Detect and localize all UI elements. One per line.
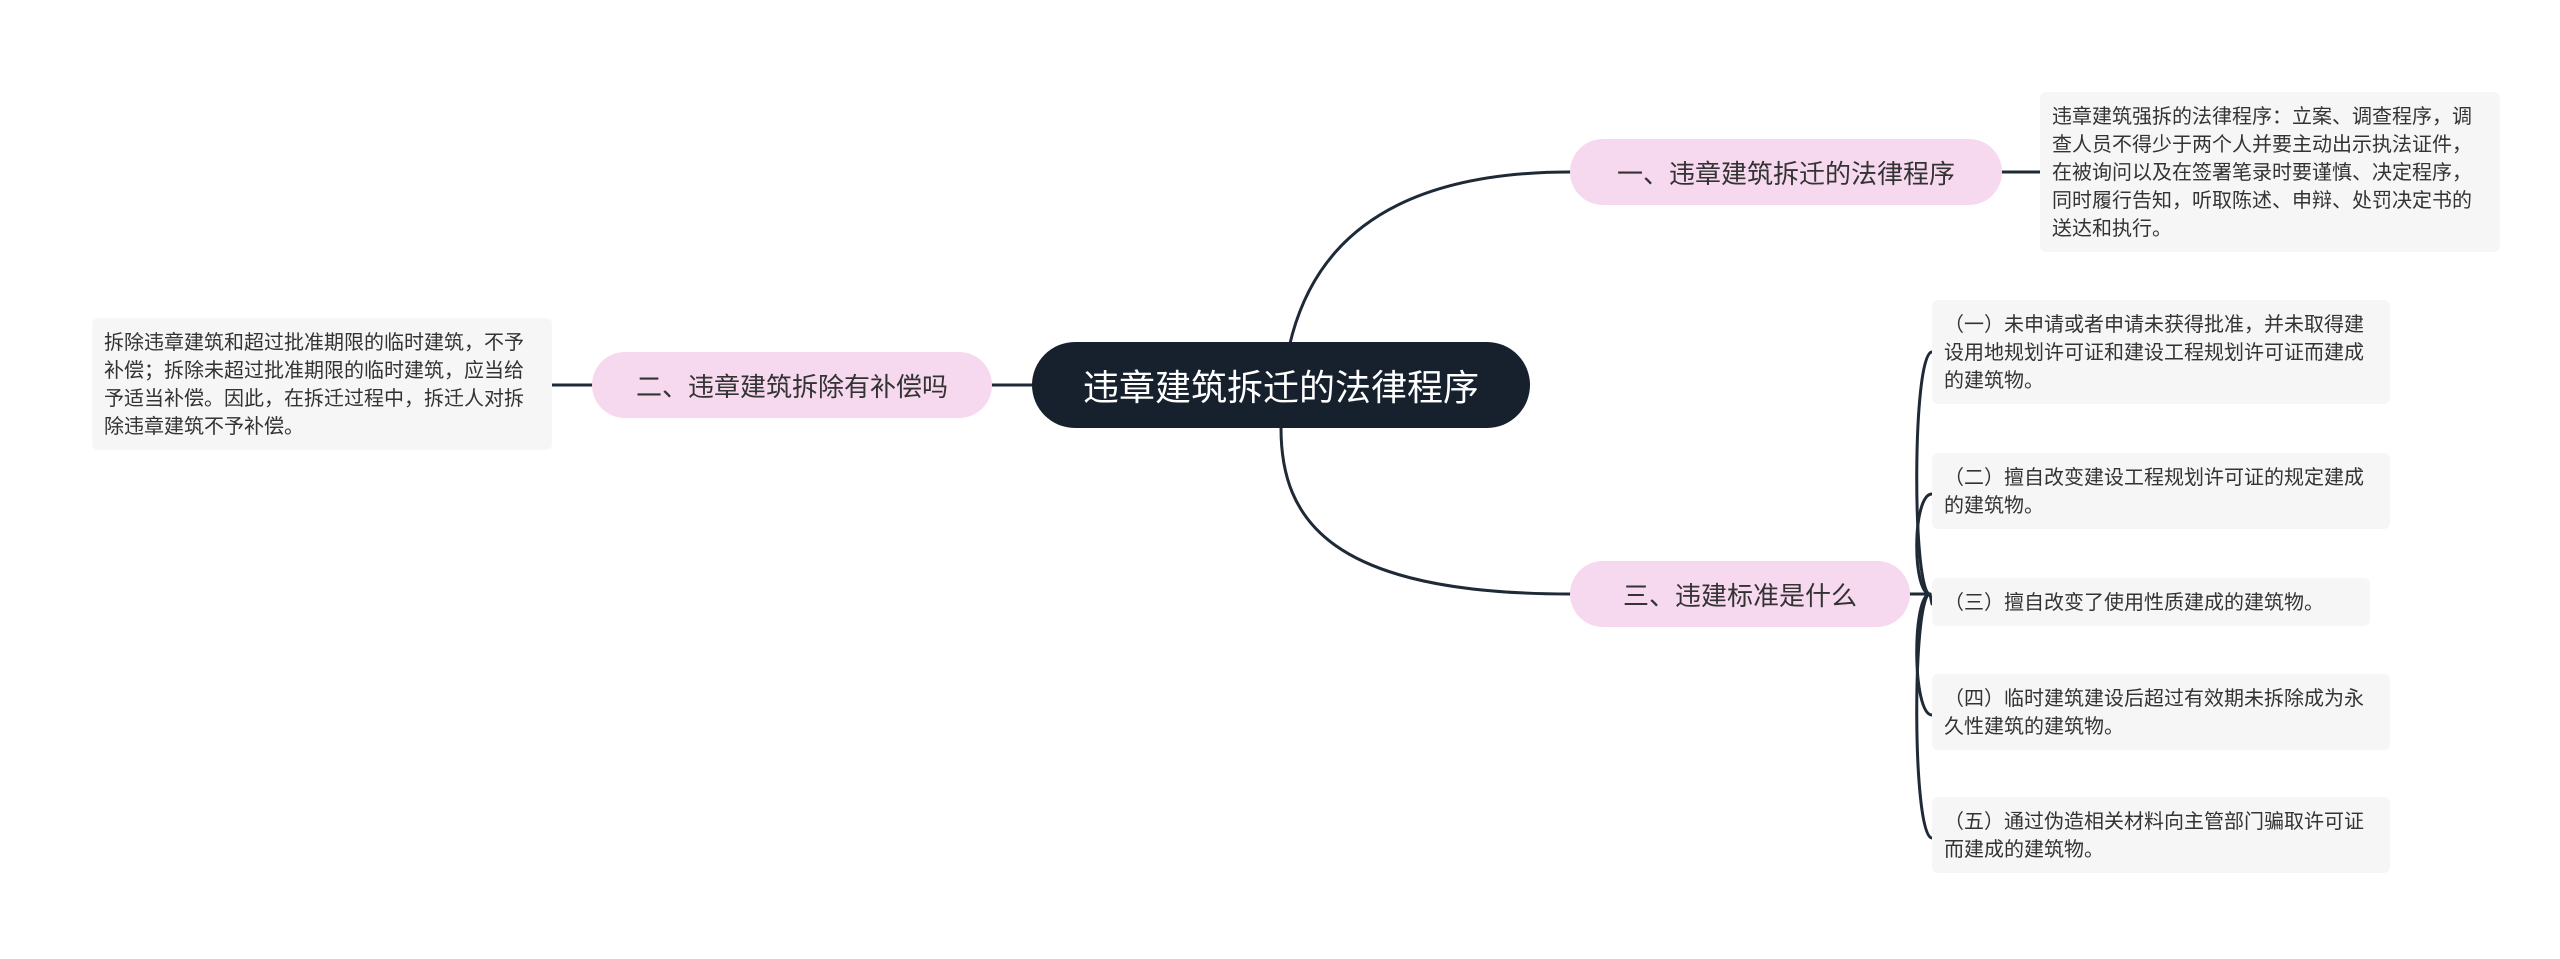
- branch-topic-2[interactable]: 二、违章建筑拆除有补偿吗: [592, 352, 992, 418]
- root-topic[interactable]: 违章建筑拆迁的法律程序: [1032, 342, 1530, 428]
- connector-branch-3-leaf-5: [1915, 592, 1934, 840]
- branch-topic-3-label: 三、违建标准是什么: [1622, 581, 1857, 612]
- branch-topic-1-label: 一、违章建筑拆迁的法律程序: [1616, 159, 1955, 190]
- branch-2-leaf-1[interactable]: 拆除违章建筑和超过批准期限的临时建筑，不予补偿；拆除未超过批准期限的临时建筑，应…: [92, 318, 552, 450]
- branch-topic-2-label: 二、违章建筑拆除有补偿吗: [635, 372, 948, 403]
- connector-branch-3-leaf-1: [1915, 350, 1934, 596]
- branch-3-leaf-3[interactable]: （三）擅自改变了使用性质建成的建筑物。: [1932, 578, 2370, 626]
- branch-1-leaf-1[interactable]: 违章建筑强拆的法律程序：立案、调查程序，调查人员不得少于两个人并要主动出示执法证…: [2040, 92, 2500, 252]
- branch-3-leaf-4[interactable]: （四）临时建筑建设后超过有效期未拆除成为永久性建筑的建筑物。: [1932, 674, 2390, 750]
- branch-topic-1[interactable]: 一、违章建筑拆迁的法律程序: [1570, 139, 2002, 205]
- branch-3-leaf-1[interactable]: （一）未申请或者申请未获得批准，并未取得建设用地规划许可证和建设工程规划许可证而…: [1932, 300, 2390, 404]
- branch-3-leaf-5[interactable]: （五）通过伪造相关材料向主管部门骗取许可证而建成的建筑物。: [1932, 797, 2390, 873]
- branch-topic-3[interactable]: 三、违建标准是什么: [1570, 561, 1910, 627]
- connector-branch-3-leaf-2: [1915, 492, 1934, 596]
- branch-3-leaf-4-text: （四）临时建筑建设后超过有效期未拆除成为永久性建筑的建筑物。: [1944, 686, 2364, 738]
- connector-root-to-branch-3: [1279, 426, 1572, 596]
- branch-1-leaf-1-text: 违章建筑强拆的法律程序：立案、调查程序，调查人员不得少于两个人并要主动出示执法证…: [2052, 104, 2472, 240]
- branch-3-leaf-5-text: （五）通过伪造相关材料向主管部门骗取许可证而建成的建筑物。: [1944, 809, 2364, 861]
- branch-2-leaf-1-text: 拆除违章建筑和超过批准期限的临时建筑，不予补偿；拆除未超过批准期限的临时建筑，应…: [104, 330, 524, 438]
- branch-3-leaf-1-text: （一）未申请或者申请未获得批准，并未取得建设用地规划许可证和建设工程规划许可证而…: [1944, 312, 2364, 392]
- branch-3-leaf-3-text: （三）擅自改变了使用性质建成的建筑物。: [1944, 590, 2324, 614]
- branch-3-leaf-2-text: （二）擅自改变建设工程规划许可证的规定建成的建筑物。: [1944, 465, 2364, 517]
- root-topic-label: 违章建筑拆迁的法律程序: [1082, 368, 1479, 409]
- connector-branch-3-leaf-3: [1928, 592, 1934, 606]
- branch-3-leaf-2[interactable]: （二）擅自改变建设工程规划许可证的规定建成的建筑物。: [1932, 453, 2390, 529]
